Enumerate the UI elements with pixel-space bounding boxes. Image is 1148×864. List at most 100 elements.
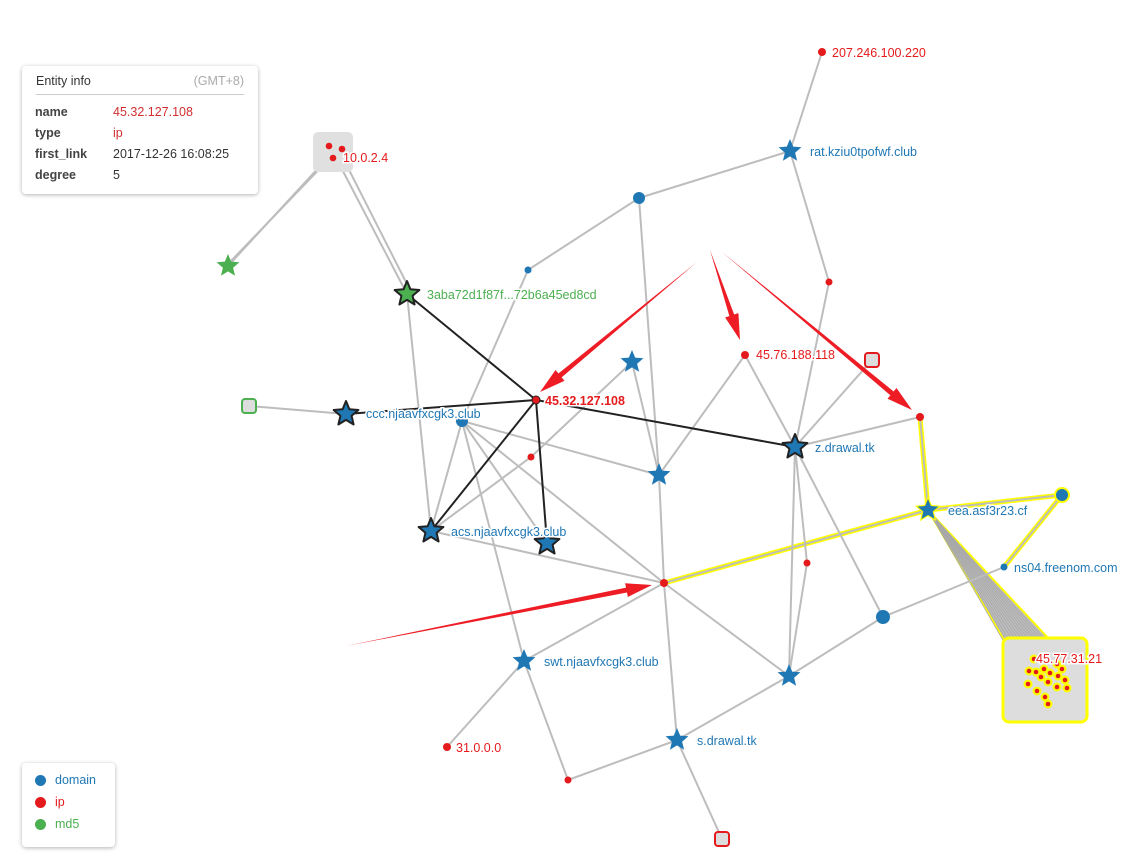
info-key: degree — [35, 167, 76, 182]
edge — [676, 739, 723, 840]
edge-highlighted — [917, 416, 931, 511]
entity-info-title: Entity info — [36, 74, 91, 88]
node-ip-g10[interactable] — [313, 132, 353, 172]
edge — [461, 420, 525, 662]
edge — [788, 616, 884, 677]
red-arrow — [710, 250, 740, 340]
node-domain-d462[interactable] — [456, 415, 468, 427]
star-icon — [777, 664, 801, 686]
node-label: 3aba72d1f87f...72b6a45ed8cd — [427, 288, 597, 302]
circle-icon — [633, 192, 645, 204]
node-domain-star547[interactable] — [533, 529, 561, 555]
star-icon — [778, 139, 802, 161]
node-ip-ip829[interactable] — [825, 278, 833, 286]
node-domain-d1062[interactable] — [1054, 487, 1070, 503]
node-ip-ip568[interactable] — [564, 776, 572, 784]
star-icon — [647, 463, 671, 485]
node-domain-s[interactable] — [665, 728, 689, 750]
node-label: ns04.freenom.com — [1014, 561, 1118, 575]
info-value: 5 — [113, 167, 120, 182]
edge — [461, 420, 660, 476]
node-ip-ip807[interactable] — [803, 559, 811, 567]
node-domain-rat[interactable] — [778, 139, 802, 161]
edge-selected — [535, 399, 548, 544]
edge — [523, 582, 665, 662]
node-ip-ip920[interactable] — [916, 413, 924, 421]
dot-icon — [524, 266, 532, 274]
group-member-dot — [329, 154, 337, 162]
star-icon — [665, 728, 689, 750]
node-domain-star789[interactable] — [777, 664, 801, 686]
circle-icon — [1056, 489, 1068, 501]
star-icon — [417, 517, 445, 543]
node-ip-box872[interactable] — [864, 352, 880, 368]
edge — [658, 474, 665, 584]
node-domain-swt[interactable] — [512, 649, 536, 671]
edge — [663, 582, 678, 741]
node-label: 45.77.31.21 — [1036, 652, 1102, 666]
dot-icon — [564, 776, 572, 784]
edge — [430, 420, 463, 532]
edge — [343, 159, 411, 291]
legend-item-domain[interactable]: domain — [35, 769, 115, 791]
edge — [794, 281, 830, 448]
legend-item-md5[interactable]: md5 — [35, 813, 115, 835]
edge — [658, 354, 746, 476]
dot-icon — [741, 351, 749, 359]
dot-icon — [527, 453, 535, 461]
node-domain-ccc[interactable] — [332, 400, 360, 426]
node-domain-eea[interactable] — [914, 496, 942, 522]
node-ip-ip664[interactable] — [660, 579, 668, 587]
node-ip-ip31[interactable] — [443, 743, 451, 751]
node-md5-md5b[interactable] — [393, 280, 421, 306]
edge — [461, 420, 665, 584]
node-domain-acs[interactable] — [417, 517, 445, 543]
edge-selected — [345, 399, 537, 415]
edge-selected — [406, 293, 537, 401]
node-ip-ip531[interactable] — [527, 453, 535, 461]
node-domain-ns04[interactable] — [1000, 563, 1008, 571]
edge — [446, 660, 525, 748]
node-md5-gbox[interactable] — [241, 398, 257, 414]
info-key: name — [35, 104, 68, 119]
node-md5-md5a[interactable] — [216, 254, 240, 276]
node-domain-star632[interactable] — [620, 350, 644, 372]
legend-label: ip — [55, 795, 65, 809]
edge — [406, 293, 432, 532]
dot-icon — [916, 413, 924, 421]
node-ip-ip76[interactable] — [741, 351, 749, 359]
node-domain-z[interactable] — [781, 433, 809, 459]
domain-color-dot — [35, 774, 46, 786]
node-domain-d639[interactable] — [633, 192, 645, 204]
edge — [794, 359, 873, 448]
edge-highlighted — [927, 492, 1063, 513]
edge — [229, 157, 331, 263]
node-domain-d883[interactable] — [876, 610, 890, 624]
node-ip-ip45[interactable] — [531, 395, 541, 405]
circle-icon — [876, 610, 890, 624]
group-box-icon — [313, 132, 353, 172]
edge — [788, 562, 808, 677]
node-domain-d528[interactable] — [524, 266, 532, 274]
circle-icon — [456, 415, 468, 427]
legend-item-ip[interactable]: ip — [35, 791, 115, 813]
edge — [663, 582, 790, 677]
node-label: ccc.njaavfxcgk3.club — [366, 407, 481, 421]
legend-label: md5 — [55, 817, 80, 831]
edge — [788, 446, 796, 677]
info-row-degree: degree 5 — [35, 164, 229, 185]
edge — [430, 456, 532, 532]
edge — [523, 660, 569, 781]
red-arrow — [346, 583, 652, 646]
node-domain-star659[interactable] — [647, 463, 671, 485]
node-ip-ip207[interactable] — [818, 48, 826, 56]
group-box-icon — [864, 352, 880, 368]
node-ip-b4577[interactable] — [1001, 636, 1089, 724]
node-ip-box722[interactable] — [714, 831, 730, 847]
group-member-dot — [325, 142, 333, 150]
edge — [332, 151, 408, 295]
